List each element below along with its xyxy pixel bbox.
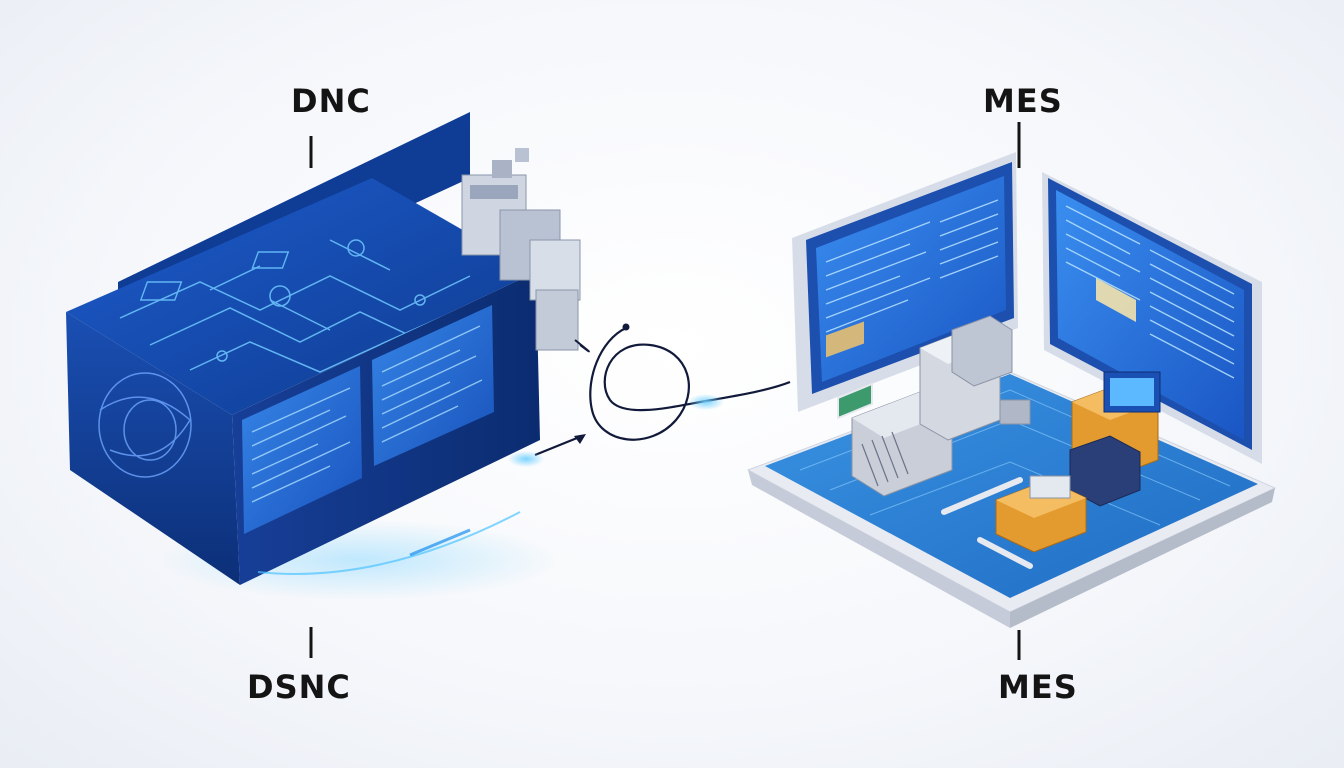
dnc-label-top: DNC [291, 82, 371, 120]
circuit-pattern [119, 239, 481, 373]
cable-end-dot [622, 323, 630, 331]
glow-node-right [688, 394, 724, 410]
orange-machines [995, 371, 1161, 553]
glow-node-left [508, 451, 544, 467]
gear-sketch [98, 372, 192, 478]
mes-platform [746, 152, 1277, 628]
small-panel [837, 382, 873, 420]
dsnc-label-bottom: DSNC [247, 668, 351, 706]
mechanical-parts [461, 148, 581, 351]
mes-label-bottom: MES [998, 668, 1078, 706]
mes-label-top: MES [983, 82, 1063, 120]
cabinet-top [66, 178, 536, 415]
label-ticks [309, 122, 1021, 660]
floor-glow-line [257, 511, 521, 575]
gray-machines [851, 315, 1033, 569]
connection-cable [508, 323, 791, 467]
dnc-cabinet [66, 112, 581, 600]
monitor-right [1042, 172, 1262, 464]
cable-arrow-head [574, 434, 586, 444]
cabinet-front [66, 312, 240, 585]
cabinet-side-screens [242, 305, 494, 534]
